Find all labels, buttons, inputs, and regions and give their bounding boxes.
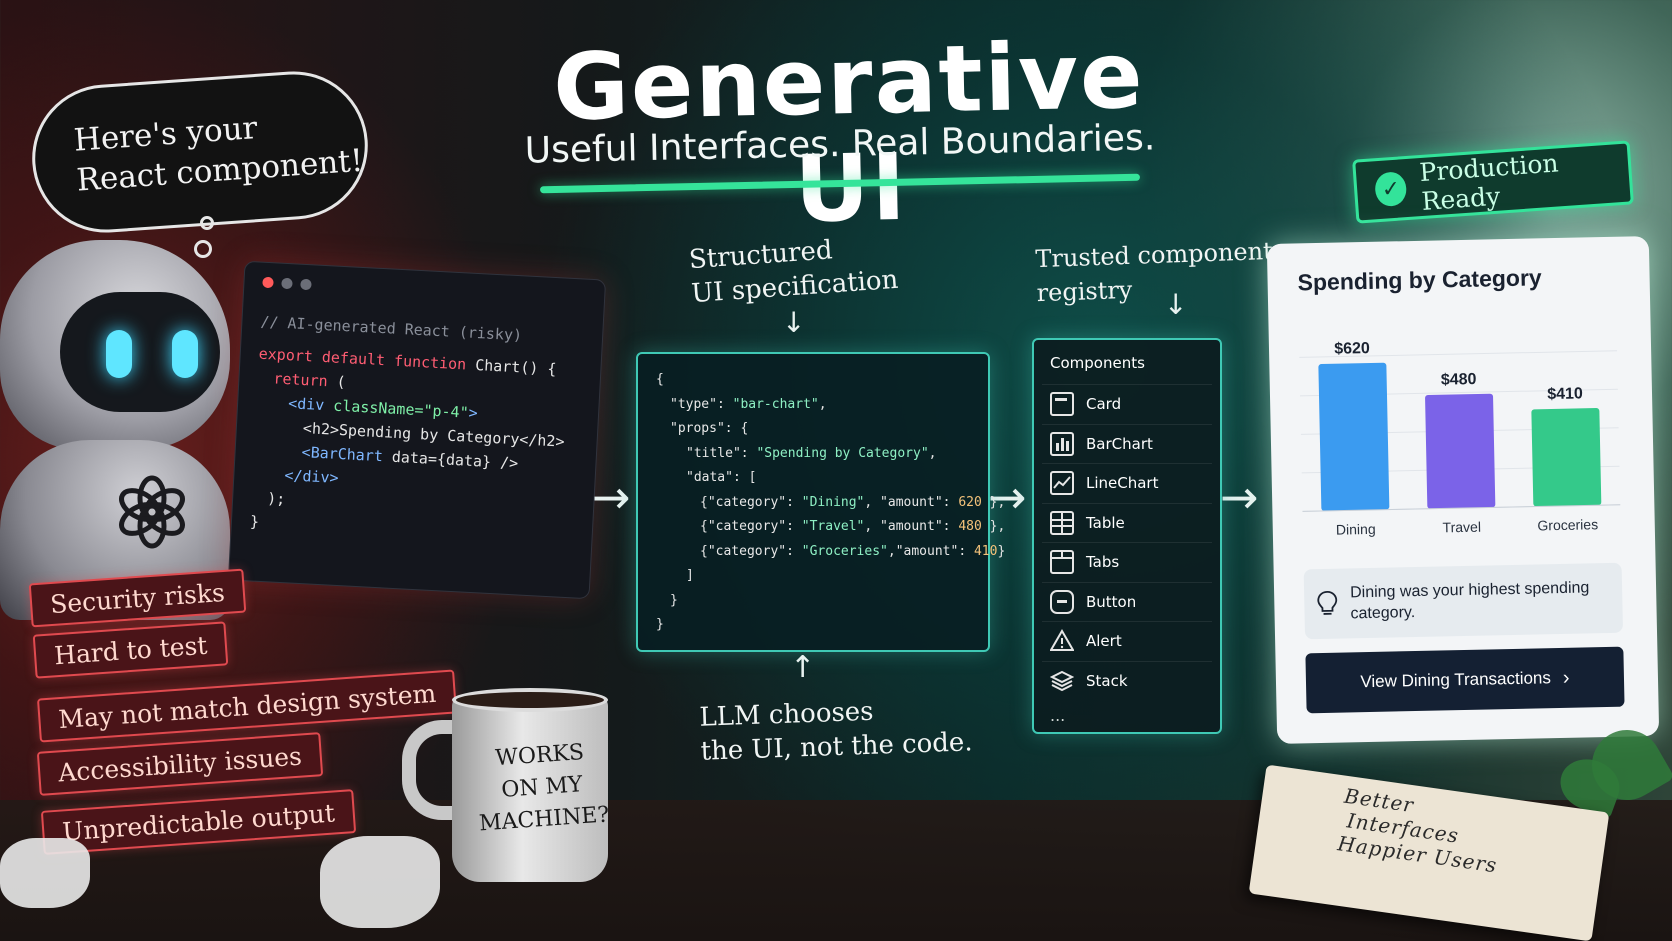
spec-line: "props": { bbox=[670, 421, 749, 436]
spec-line: } bbox=[670, 592, 678, 608]
mug-text: WORKS ON MY MACHINE? bbox=[478, 740, 611, 837]
chart-category-label: Dining bbox=[1336, 521, 1376, 538]
llm-note: LLM chooses the UI, not the code. bbox=[698, 696, 974, 767]
chart-gridline bbox=[1299, 350, 1618, 358]
spec-line: } bbox=[656, 617, 664, 632]
problem-tag: Accessibility issues bbox=[36, 732, 324, 796]
speech-bubble: Here's your React component! bbox=[27, 66, 373, 238]
chart-value-label: $620 bbox=[1334, 340, 1370, 358]
line-chart-icon bbox=[1050, 471, 1074, 496]
up-arrow-icon: ↑ bbox=[790, 650, 816, 685]
spec-data-row: {"category": "Groceries","amount": 410} bbox=[700, 543, 1006, 559]
robot-eye-left bbox=[106, 330, 132, 378]
spec-line: { bbox=[656, 372, 664, 387]
spec-line: "title": "Spending by Category", bbox=[686, 445, 937, 461]
registry-item-stack[interactable]: Stack bbox=[1042, 660, 1212, 701]
chart-value-label: $480 bbox=[1441, 371, 1477, 389]
insight-box: Dining was your highest spending categor… bbox=[1303, 562, 1624, 640]
spec-line: ] bbox=[686, 568, 694, 583]
component-registry: Components Card BarChart LineChart Table… bbox=[1032, 338, 1222, 734]
ui-spec-panel: { "type": "bar-chart", "props": { "title… bbox=[636, 352, 1006, 652]
tabs-icon bbox=[1050, 550, 1074, 575]
bar-chart-icon bbox=[1050, 431, 1074, 456]
registry-item-barchart[interactable]: BarChart bbox=[1042, 423, 1212, 464]
coffee-mug bbox=[452, 696, 608, 882]
chart-value-label: $410 bbox=[1547, 385, 1583, 403]
registry-item-button[interactable]: Button bbox=[1042, 581, 1212, 622]
spec-data-row: {"category": "Dining", "amount": 620 }, bbox=[700, 494, 1006, 510]
registry-item-tabs[interactable]: Tabs bbox=[1042, 542, 1212, 582]
lightbulb-icon bbox=[1317, 590, 1338, 615]
robot-eye-right bbox=[172, 330, 198, 378]
down-arrow-icon: ↓ bbox=[1164, 288, 1188, 321]
minimize-dot-icon bbox=[281, 277, 293, 290]
stack-icon bbox=[1049, 669, 1075, 693]
chart-bar-dining[interactable] bbox=[1318, 362, 1390, 511]
registry-more: ... bbox=[1050, 706, 1066, 725]
registry-title: Components bbox=[1050, 354, 1145, 372]
crumpled-paper bbox=[0, 838, 90, 908]
card-icon bbox=[1050, 392, 1074, 417]
chevron-right-icon: › bbox=[1562, 666, 1570, 689]
button-icon bbox=[1050, 589, 1074, 614]
production-ready-badge: ✓ Production Ready bbox=[1352, 140, 1634, 224]
flow-arrow-icon: → bbox=[988, 470, 1027, 524]
chart-bar-groceries[interactable] bbox=[1531, 408, 1602, 507]
spec-line: "type": "bar-chart", bbox=[670, 396, 827, 412]
spec-annotation: Structured UI specification bbox=[688, 235, 900, 310]
registry-item-table[interactable]: Table bbox=[1042, 502, 1212, 543]
chart-bar-travel[interactable] bbox=[1425, 393, 1496, 509]
flow-arrow-icon: → bbox=[1220, 470, 1259, 524]
registry-item-card[interactable]: Card bbox=[1042, 384, 1212, 424]
crumpled-paper bbox=[320, 836, 440, 928]
card-title: Spending by Category bbox=[1297, 264, 1542, 296]
chart-category-label: Travel bbox=[1442, 519, 1481, 536]
bubble-tail-dot bbox=[200, 216, 214, 230]
ai-code-window: // AI-generated React (risky) export def… bbox=[227, 260, 607, 600]
alert-icon bbox=[1049, 629, 1075, 653]
maximize-dot-icon bbox=[300, 278, 312, 291]
robot-logo-icon bbox=[119, 475, 185, 549]
check-circle-icon: ✓ bbox=[1374, 171, 1408, 208]
registry-annotation: Trusted component registry bbox=[1034, 236, 1274, 308]
flow-arrow-icon: → bbox=[592, 470, 631, 524]
view-dining-transactions-button[interactable]: View Dining Transactions › bbox=[1305, 646, 1625, 714]
registry-item-linechart[interactable]: LineChart bbox=[1042, 463, 1212, 503]
spec-line: "data": [ bbox=[686, 470, 757, 485]
problem-tag: Hard to test bbox=[32, 621, 229, 679]
insight-text: Dining was your highest spending categor… bbox=[1349, 579, 1590, 623]
window-controls bbox=[262, 276, 586, 305]
close-dot-icon bbox=[262, 276, 274, 289]
bubble-tail-dot bbox=[194, 240, 212, 258]
down-arrow-icon: ↓ bbox=[782, 306, 806, 339]
spec-data-row: {"category": "Travel", "amount": 480 }, bbox=[700, 519, 1006, 534]
registry-item-alert[interactable]: Alert bbox=[1042, 621, 1212, 661]
table-icon bbox=[1050, 510, 1074, 535]
mug-rim bbox=[452, 688, 608, 712]
problem-tag: May not match design system bbox=[36, 669, 458, 743]
chart-x-axis bbox=[1302, 504, 1621, 512]
chart-category-label: Groceries bbox=[1537, 516, 1598, 533]
